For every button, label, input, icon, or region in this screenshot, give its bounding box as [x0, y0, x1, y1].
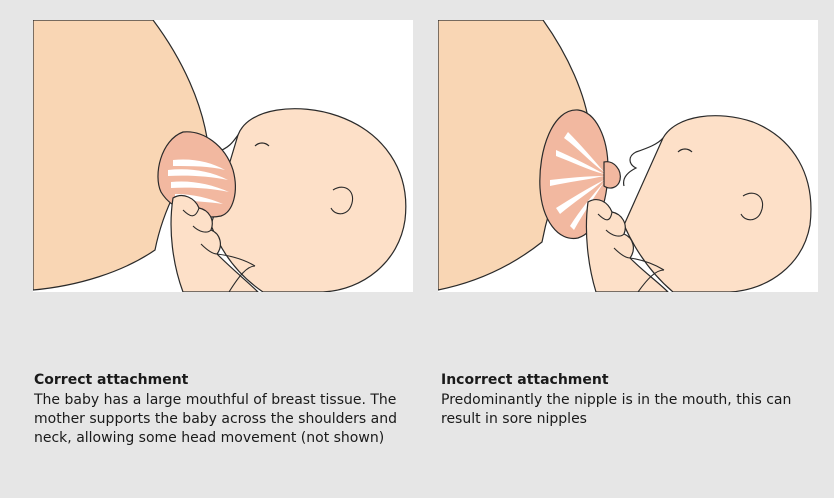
caption-title: Correct attachment: [34, 371, 419, 390]
correct-attachment-illustration: [33, 20, 413, 292]
correct-attachment-caption: Correct attachment The baby has a large …: [34, 371, 419, 448]
incorrect-attachment-drawing: [438, 20, 818, 292]
incorrect-attachment-caption: Incorrect attachment Predominantly the n…: [441, 371, 826, 429]
caption-description: Predominantly the nipple is in the mouth…: [441, 391, 826, 429]
caption-title: Incorrect attachment: [441, 371, 826, 390]
baby-head: [211, 109, 406, 292]
incorrect-attachment-illustration: [438, 20, 818, 292]
correct-attachment-drawing: [33, 20, 413, 292]
baby-head: [624, 116, 811, 292]
caption-description: The baby has a large mouthful of breast …: [34, 391, 419, 448]
nipple: [604, 162, 620, 188]
